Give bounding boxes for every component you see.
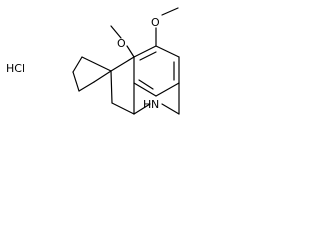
bond — [81, 56, 112, 72]
bond — [133, 45, 157, 58]
nitrogen-label: N — [151, 98, 159, 111]
bond — [133, 103, 151, 115]
bond — [72, 71, 80, 92]
bond — [161, 7, 179, 16]
cyclopentane-ring — [72, 56, 112, 92]
double-bond-inner — [139, 51, 157, 61]
nitrogen-hydrogen-label: H — [143, 98, 151, 111]
bond — [93, 70, 112, 83]
bond — [78, 81, 95, 92]
bond — [155, 45, 180, 58]
aromatic-ring — [110, 45, 180, 97]
structure-diagram: O O N H HCl — [6, 7, 180, 115]
bond — [72, 56, 83, 73]
bond — [111, 102, 135, 115]
bond — [110, 56, 135, 72]
bond — [155, 82, 180, 97]
saturated-rings — [110, 70, 180, 115]
salt-label: HCl — [6, 62, 25, 75]
double-bond-inner — [138, 79, 154, 90]
bond — [126, 45, 135, 58]
bond — [133, 82, 157, 97]
oxygen-label-top: O — [151, 16, 160, 29]
bond — [110, 70, 113, 104]
bond — [110, 25, 122, 39]
methoxy-groups — [110, 7, 179, 58]
oxygen-label-left: O — [117, 37, 126, 50]
bond — [161, 103, 180, 115]
